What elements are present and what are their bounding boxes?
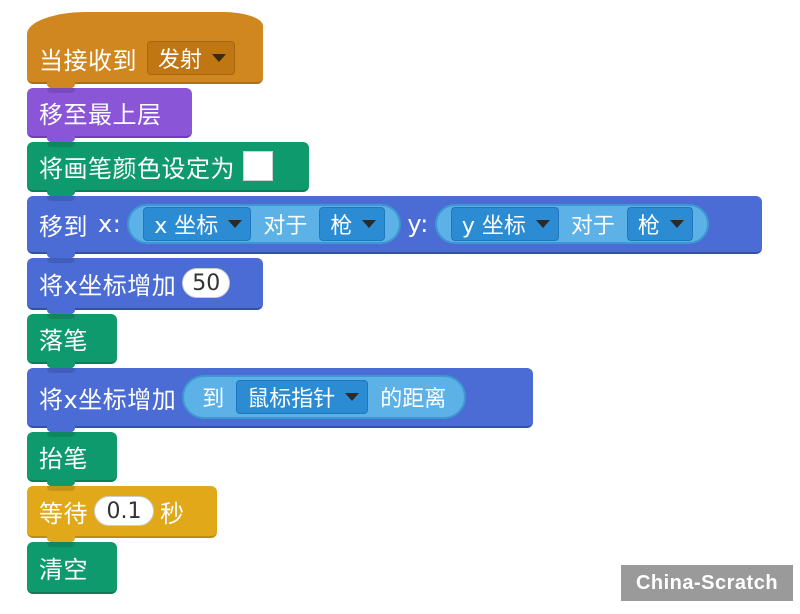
- dropdown-arrow-icon: [535, 220, 550, 228]
- set-pen-color-label: 将画笔颜色设定为: [39, 154, 235, 183]
- y-sprite-value: 枪: [637, 214, 660, 239]
- dropdown-arrow-icon: [669, 220, 684, 228]
- change-x-label: 将x坐标增加: [39, 271, 177, 300]
- distance-target-dropdown[interactable]: 鼠标指针: [236, 380, 369, 414]
- x-sprite-dropdown[interactable]: 枪: [319, 207, 386, 241]
- dropdown-arrow-icon: [212, 54, 227, 62]
- go-to-label: 移到: [39, 212, 88, 241]
- change-x-label: 将x坐标增加: [39, 385, 177, 414]
- dropdown-arrow-icon: [228, 220, 243, 228]
- pen-down-label: 落笔: [39, 326, 88, 355]
- y-attribute-dropdown[interactable]: y 坐标: [450, 207, 559, 241]
- wait-block[interactable]: 等待 0.1 秒: [27, 486, 217, 542]
- y-attribute-value: y 坐标: [461, 214, 526, 239]
- pen-color-swatch[interactable]: [243, 151, 273, 181]
- watermark: China-Scratch: [621, 565, 793, 601]
- change-x-value-input[interactable]: 50: [182, 268, 231, 298]
- wait-label: 等待: [39, 499, 88, 528]
- x-label: x:: [98, 210, 122, 238]
- when-i-receive-hat-block[interactable]: 当接收到 发射: [27, 12, 263, 88]
- y-label: y:: [407, 210, 429, 238]
- change-x-by-value-block[interactable]: 将x坐标增加 50: [27, 258, 263, 314]
- pen-up-block[interactable]: 抬笔: [27, 432, 117, 486]
- change-x-by-distance-block[interactable]: 将x坐标增加 到 鼠标指针 的距离: [27, 368, 533, 432]
- pen-down-block[interactable]: 落笔: [27, 314, 117, 368]
- go-to-xy-block[interactable]: 移到 x: x 坐标 对于 枪 y: y 坐标 对于 枪: [27, 196, 762, 258]
- x-sprite-value: 枪: [330, 214, 353, 239]
- dropdown-arrow-icon: [345, 393, 360, 401]
- distance-suffix-label: 的距离: [380, 387, 447, 412]
- x-attribute-dropdown[interactable]: x 坐标: [143, 207, 252, 241]
- dropdown-arrow-icon: [362, 220, 377, 228]
- message-dropdown-value: 发射: [158, 48, 203, 73]
- wait-unit-label: 秒: [160, 499, 185, 528]
- go-to-front-label: 移至最上层: [39, 100, 162, 129]
- y-position-of-reporter[interactable]: y 坐标 对于 枪: [434, 204, 709, 244]
- when-receive-label: 当接收到: [39, 46, 137, 75]
- wait-seconds-input[interactable]: 0.1: [94, 496, 154, 526]
- x-attribute-value: x 坐标: [154, 214, 219, 239]
- y-of-label: 对于: [570, 214, 615, 239]
- clear-block[interactable]: 清空: [27, 542, 117, 594]
- distance-to-label: 到: [202, 387, 225, 412]
- message-dropdown[interactable]: 发射: [147, 41, 236, 75]
- go-to-front-block[interactable]: 移至最上层: [27, 88, 192, 142]
- x-of-label: 对于: [263, 214, 308, 239]
- y-sprite-dropdown[interactable]: 枪: [626, 207, 693, 241]
- pen-up-label: 抬笔: [39, 444, 88, 473]
- distance-target-value: 鼠标指针: [247, 387, 336, 412]
- x-position-of-reporter[interactable]: x 坐标 对于 枪: [127, 204, 402, 244]
- distance-to-reporter[interactable]: 到 鼠标指针 的距离: [182, 375, 467, 419]
- set-pen-color-block[interactable]: 将画笔颜色设定为: [27, 142, 309, 196]
- clear-label: 清空: [39, 555, 88, 584]
